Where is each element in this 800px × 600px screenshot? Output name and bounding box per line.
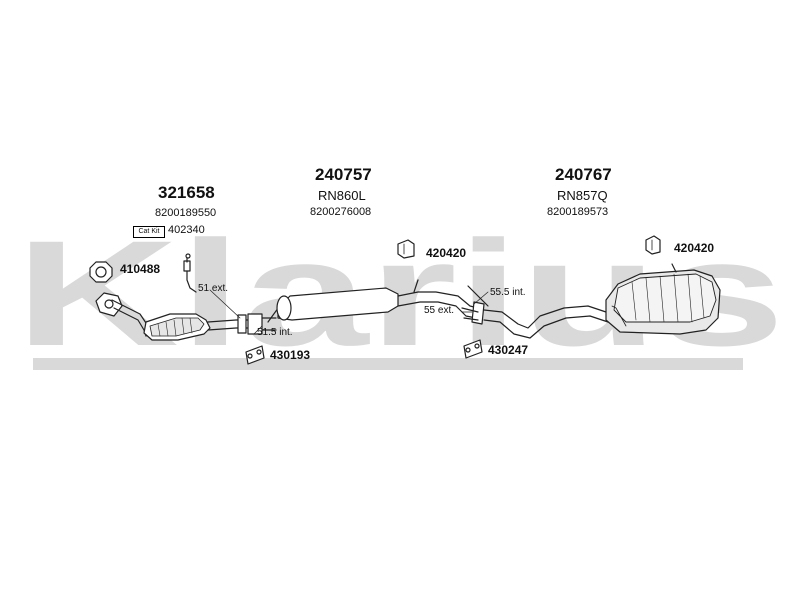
catkit-badge: Cat Kit [133,226,165,238]
bracket-mid-number: 420420 [426,246,467,260]
centre-silencer [276,287,479,321]
dimension-d3: 55.5 int. [490,287,526,298]
part-number-240757: 240757 [315,165,372,184]
rear-bracket [645,235,677,273]
front-pipe-catalyst [111,299,249,341]
watermark-bar [33,358,743,370]
dimension-d4: 55 ext. [424,305,455,316]
lambda-sensor [183,253,197,293]
part-code-p2: RN860L [318,188,366,203]
part-code-p3: RN857Q [557,188,608,203]
part-number-321658: 321658 [158,183,215,202]
hanger-right-part [463,339,483,359]
dimension-d1: 51 ext. [198,283,229,294]
oem-number-p3: 8200189573 [547,206,609,218]
gasket-ring [89,261,113,283]
front-joint [237,299,285,335]
catkit-number: 402340 [168,224,205,236]
hanger-right-number: 430247 [488,343,529,357]
rear-silencer [605,269,721,335]
dimension-d2: 51.5 int. [257,327,293,338]
hanger-left-part [245,345,265,365]
hanger-left-number: 430193 [270,348,311,362]
gasket-number: 410488 [120,262,161,276]
dim-leader-d1 [209,289,241,319]
bracket-rear-number: 420420 [674,241,715,255]
front-flange [95,292,123,317]
mid-bracket [397,239,419,293]
oem-number-p2: 8200276008 [310,206,372,218]
middle-joint [461,285,489,325]
rear-pipe [483,305,609,339]
part-number-240767: 240767 [555,165,612,184]
oem-number-p1: 8200189550 [155,207,217,219]
dim-leader-d2 [253,325,263,335]
dim-leader-d3 [473,291,489,305]
